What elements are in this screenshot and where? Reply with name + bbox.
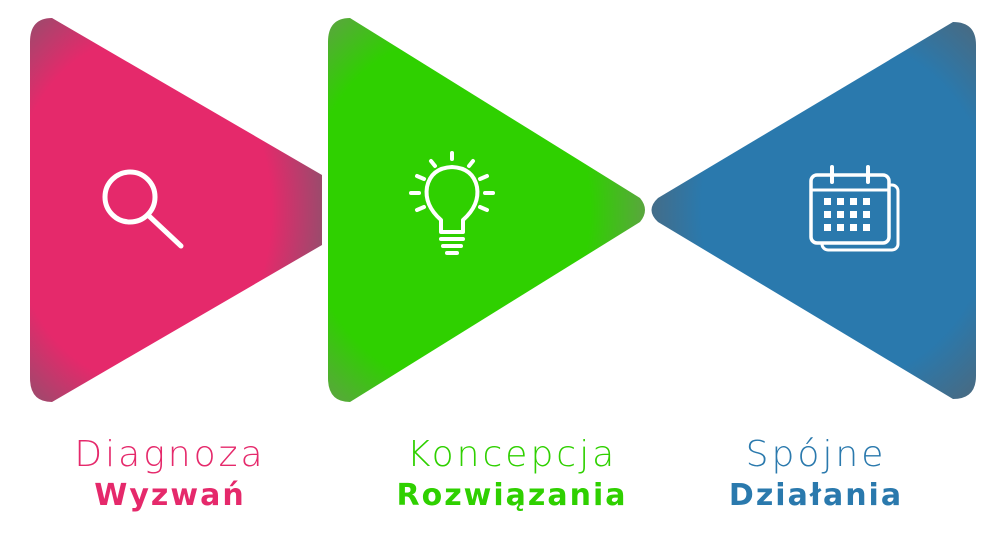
step-2-title: Koncepcja	[406, 434, 618, 475]
lightbulb-icon	[409, 151, 495, 255]
step-2-subtitle: Rozwiązania	[396, 478, 628, 513]
step-1-triangle	[30, 18, 322, 402]
step-2-label: Koncepcja Rozwiązania	[362, 434, 662, 516]
step-3-title: Spójne	[745, 434, 887, 475]
calendar-icon	[809, 165, 900, 252]
step-1-label: Diagnoza Wyzwań	[20, 434, 320, 516]
step-1-subtitle: Wyzwań	[94, 478, 246, 513]
search-icon	[102, 169, 184, 249]
step-3-subtitle: Działania	[728, 478, 904, 513]
step-1-title: Diagnoza	[74, 434, 266, 475]
step-3-label: Spójne Działania	[666, 434, 966, 516]
